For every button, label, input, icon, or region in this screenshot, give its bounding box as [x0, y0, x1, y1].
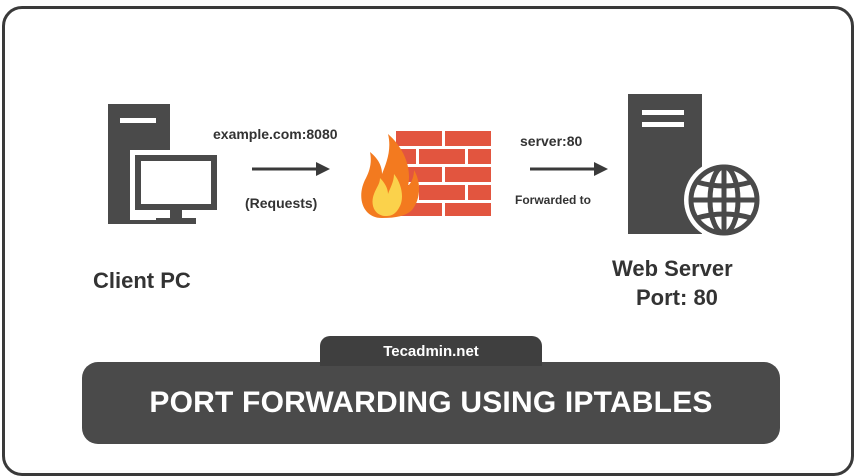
title-text: PORT FORWARDING USING IPTABLES: [149, 386, 713, 419]
port-label: Port: 80: [636, 285, 718, 310]
site-tab: Tecadmin.net: [320, 336, 542, 366]
requests-label: (Requests): [245, 195, 318, 211]
forwarded-to-label: Forwarded to: [515, 193, 592, 207]
request-arrow-icon: [252, 162, 330, 176]
title-banner: PORT FORWARDING USING IPTABLES: [82, 362, 780, 444]
web-server-globe-icon: [628, 94, 762, 240]
site-label: Tecadmin.net: [383, 342, 479, 360]
request-target-label: example.com:8080: [213, 126, 338, 142]
client-pc-label: Client PC: [93, 268, 191, 293]
firewall-icon: [361, 130, 492, 218]
forward-target-label: server:80: [520, 133, 583, 149]
forward-arrow-icon: [530, 162, 608, 176]
web-server-label: Web Server: [612, 256, 733, 281]
desktop-pc-icon: [108, 104, 222, 224]
